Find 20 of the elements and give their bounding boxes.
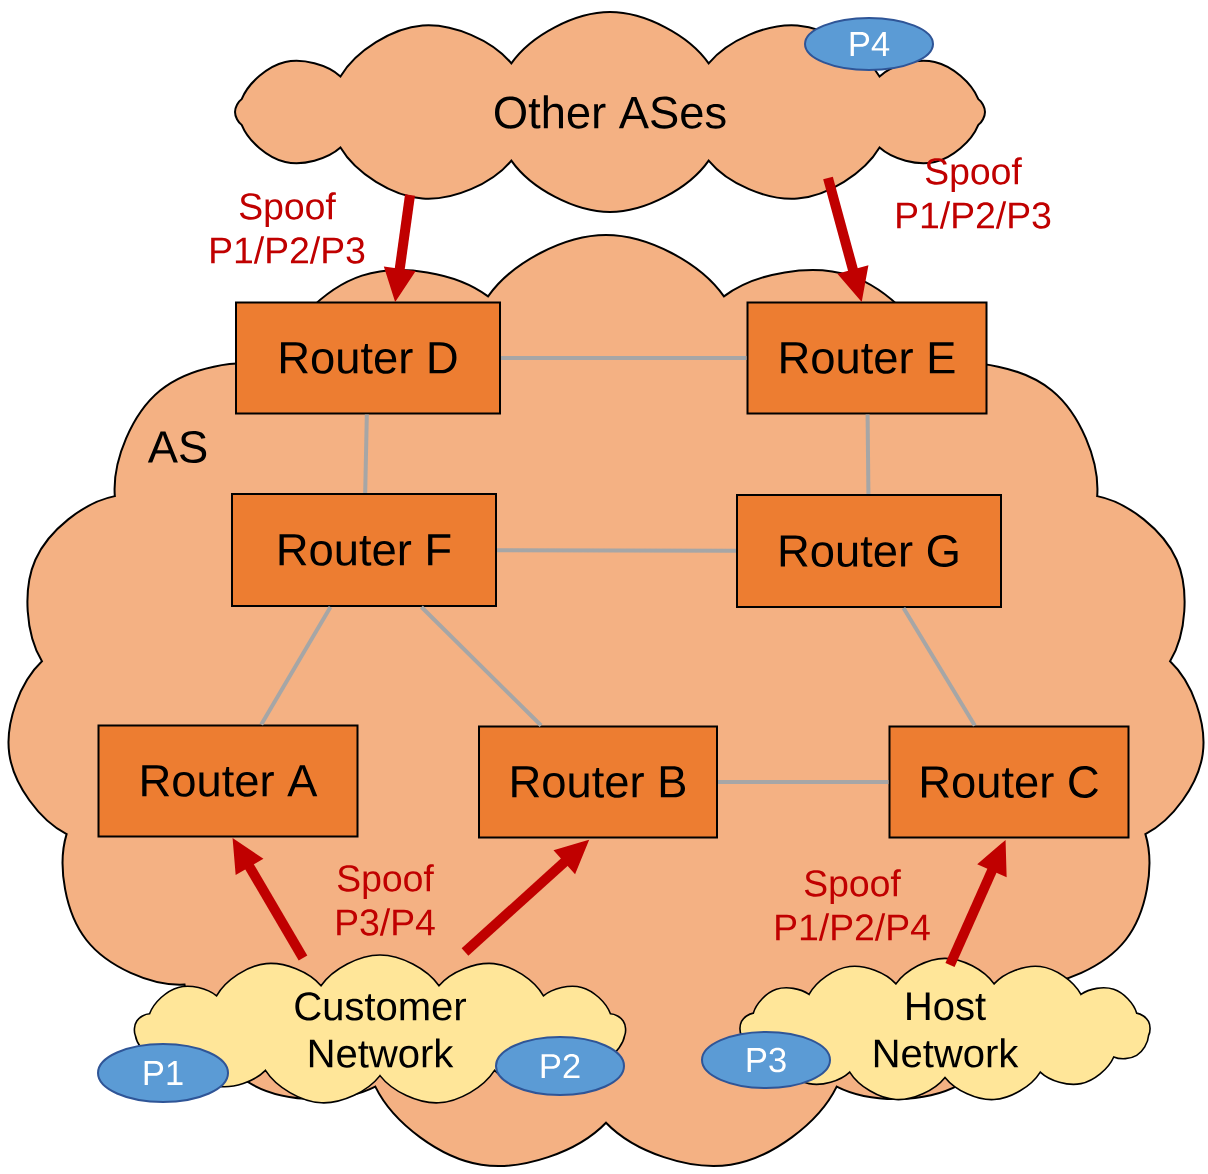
router-box: Router B — [478, 725, 718, 839]
link-line — [901, 606, 977, 727]
link-line — [363, 414, 369, 494]
router-box: Router E — [746, 301, 988, 415]
link-line — [501, 356, 747, 360]
router-box: Router D — [235, 301, 501, 415]
router-box: Router C — [888, 725, 1130, 839]
oval-badge: P1 — [97, 1043, 229, 1103]
link-line — [420, 605, 543, 727]
link-line — [497, 548, 736, 553]
link-line — [718, 780, 889, 784]
router-box: Router G — [736, 494, 1002, 608]
link-line — [259, 606, 333, 726]
link-line — [865, 414, 871, 495]
router-box: Router A — [97, 724, 359, 838]
oval-badge: P4 — [804, 17, 934, 71]
edge-label: Spoof P3/P4 — [337, 864, 435, 936]
router-box: Router F — [231, 493, 497, 607]
edge-label: Spoof P1/P2/P4 — [776, 869, 930, 941]
cloud-label: AS — [147, 430, 207, 464]
